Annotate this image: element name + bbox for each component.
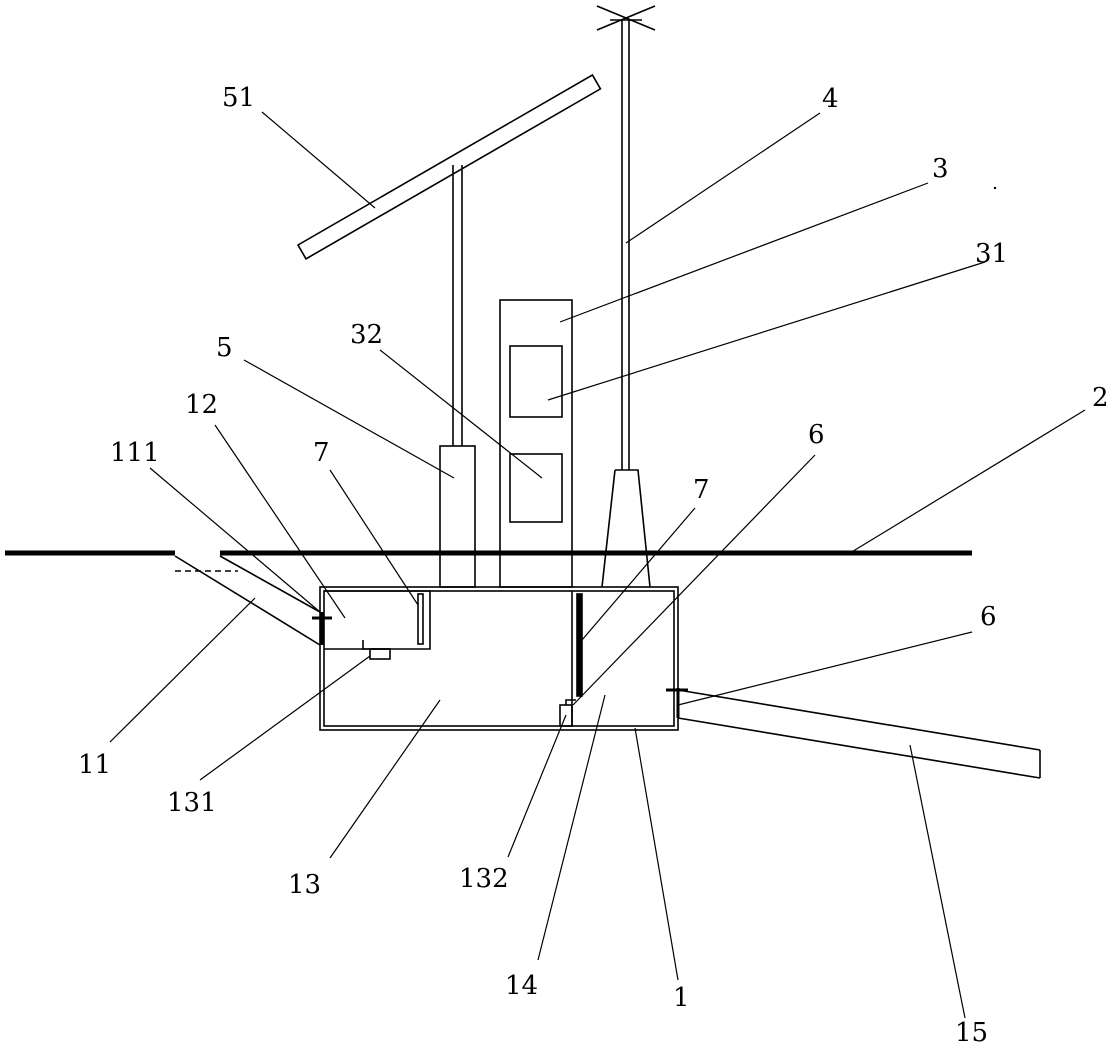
label-15: 15 bbox=[955, 1018, 988, 1048]
solar-post bbox=[452, 165, 463, 446]
baffle-right bbox=[576, 593, 583, 697]
display-window-31 bbox=[509, 345, 563, 418]
label-3: 3 bbox=[932, 154, 949, 184]
display-window-32 bbox=[509, 453, 563, 523]
control-cabinet bbox=[499, 299, 573, 588]
label-32: 32 bbox=[350, 320, 383, 350]
valve-left bbox=[312, 612, 332, 645]
label-12: 12 bbox=[185, 390, 218, 420]
label-5: 5 bbox=[216, 333, 233, 363]
label-14: 14 bbox=[505, 971, 538, 1001]
label-132: 132 bbox=[459, 864, 509, 894]
label-131: 131 bbox=[167, 788, 217, 818]
label-2: 2 bbox=[1092, 383, 1109, 413]
label-11: 11 bbox=[78, 750, 111, 780]
nozzle-132-pipe bbox=[565, 699, 576, 705]
label-51: 51 bbox=[222, 83, 255, 113]
main-tank bbox=[319, 586, 679, 731]
valve-right bbox=[666, 688, 688, 718]
label-7-left: 7 bbox=[313, 438, 330, 468]
label-111: 111 bbox=[110, 438, 160, 468]
nozzle-131-pipe bbox=[362, 640, 390, 650]
label-31: 31 bbox=[975, 239, 1008, 269]
tower bbox=[596, 5, 656, 588]
battery-box-5 bbox=[439, 445, 476, 588]
label-13: 13 bbox=[288, 870, 321, 900]
leader-lines bbox=[109, 111, 1086, 1019]
label-7-right: 7 bbox=[693, 475, 710, 505]
outlet-pipe bbox=[677, 689, 1041, 779]
inlet-pipe bbox=[174, 555, 321, 646]
solar-panel bbox=[296, 73, 602, 260]
label-6-upper: 6 bbox=[808, 420, 825, 450]
label-1: 1 bbox=[673, 983, 690, 1013]
label-4: 4 bbox=[822, 84, 839, 114]
nozzle-131 bbox=[369, 648, 391, 660]
label-6-lower: 6 bbox=[980, 602, 997, 632]
baffle-left bbox=[417, 593, 424, 645]
stray-dot bbox=[993, 186, 997, 190]
